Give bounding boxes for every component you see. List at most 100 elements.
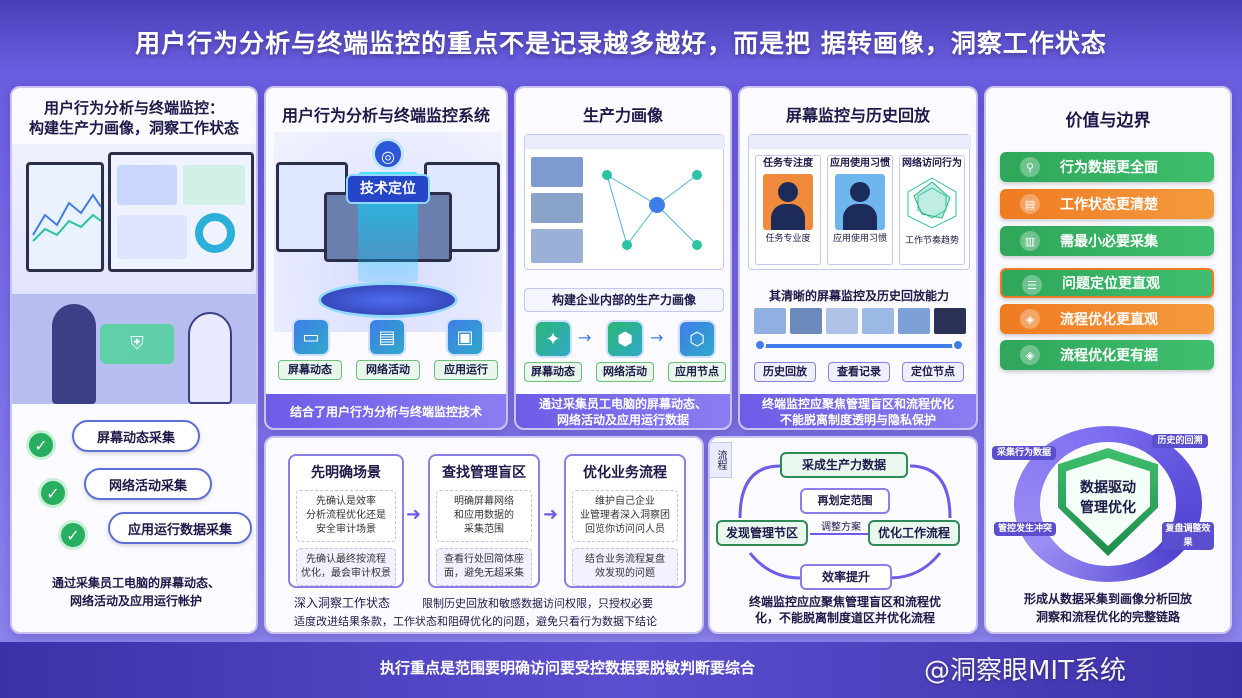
check-icon: ✓ [38, 478, 68, 508]
check-icon: ✓ [26, 430, 56, 460]
label-app-node: 应用节点 [668, 362, 726, 382]
panel-intro-title-line1: 用户行为分析与终端监控： [43, 99, 224, 117]
left-monitor [26, 162, 104, 272]
panel-value-desc-line1: 形成从数据采集到画像分析回放 [1023, 592, 1192, 606]
hologram-platform [318, 282, 458, 318]
panel-intro-title-line2: 构建生产力画像，洞察工作状态 [28, 119, 239, 137]
list-icon: ☰ [1022, 275, 1042, 295]
value-item-label: 流程优化更直观 [1060, 312, 1158, 328]
panel-intro: 用户行为分析与终端监控： 构建生产力画像，洞察工作状态 ⛨ ✓ 屏幕动态采集 ✓… [10, 86, 258, 634]
profile-window: 任务专注度 任务专业度 应用使用习惯 应用使用习惯 网络访问行为 工作节奏趋势 [748, 134, 971, 270]
profile-card-label: 任务专注度 [763, 158, 813, 169]
tech-shield-icon: ◎ [372, 138, 404, 170]
steps-note-3: 适度改进结果条款，工作状态和阻碍优化的问题，避免只看行为数据下结论 [294, 615, 657, 628]
person-right [188, 312, 232, 404]
value-item-3: ☰ 问题定位更直观 [1000, 268, 1214, 298]
radar-card-label: 网络访问行为 [902, 158, 962, 169]
radar-chart-icon [907, 177, 957, 229]
center-monitor [108, 152, 254, 272]
footer-band: 执行重点是范围要明确访问要受控数据要脱敏判断要综合 @洞察眼MIT系统 [0, 642, 1242, 698]
panel-steps: 先明确场景 先确认是效率分析流程优化还是安全审计场景 先确认最终按流程优化，最会… [264, 436, 704, 634]
photo-thumb [531, 229, 583, 263]
arrow-icon: → [650, 328, 664, 347]
profile-card-footer: 任务专业度 [765, 234, 811, 244]
watermark: @洞察眼MIT系统 [924, 656, 1126, 686]
tech-position-badge: 技术定位 [346, 174, 430, 204]
timeline-slider[interactable] [758, 344, 962, 348]
photo-thumb [531, 193, 583, 223]
app-window-icon: ▣ [446, 318, 484, 356]
radar-card-footer: 工作节奏趋势 [904, 236, 959, 246]
step-card-bottom: 结合业务流程复盘效发现的问题 [572, 548, 678, 586]
shield-text-line1: 数据驱动 [1080, 480, 1136, 496]
profile-card: 应用使用习惯 应用使用习惯 [827, 155, 893, 265]
panel-portrait: 生产力画像 构建企业内部的生产力画像 ✦ → ⬢ → ⬡ 屏幕动态 网络活动 应… [514, 86, 732, 430]
chart-icon: ▥ [1020, 231, 1040, 251]
panel-portrait-title: 生产力画像 [582, 106, 663, 125]
step-view-records[interactable]: 查看记录 [828, 362, 890, 382]
value-item-1: ▤工作状态更清楚 [1000, 189, 1214, 219]
step-card-title: 先明确场景 [311, 465, 381, 481]
flow-tag: 流程 [710, 442, 732, 478]
step-card-scenario: 先明确场景 先确认是效率分析流程优化还是安全审计场景 先确认最终按流程优化，最会… [288, 454, 404, 588]
value-item-0: ⚲行为数据更全面 [1000, 152, 1214, 182]
item-screen-capture: 屏幕动态采集 [72, 420, 200, 452]
system-illustration: ◎ 技术定位 [274, 132, 502, 332]
step-card-bottom: 先确认最终按流程优化，最会审计权景 [296, 548, 396, 586]
flow-adjust: 调整方案 [821, 522, 861, 533]
label-network: 网络活动 [356, 360, 420, 380]
step-card-top: 维护自己企业业管理者深入洞察团回览你访问问人员 [572, 490, 678, 542]
avatar [835, 174, 885, 230]
network-graph-icon [602, 170, 702, 250]
panel-intro-desc-line1: 通过采集员工电脑的屏幕动态、 [51, 576, 220, 590]
panel-screen-monitor: 屏幕监控与历史回放 任务专注度 任务专业度 应用使用习惯 应用使用习惯 网络访问… [738, 86, 978, 430]
item-network-capture: 网络活动采集 [84, 468, 212, 500]
timeline-handle[interactable] [754, 339, 766, 351]
panel-portrait-band-line1: 通过采集员工电脑的屏幕动态、 [538, 397, 707, 411]
document-icon: ▤ [368, 318, 406, 356]
layers-icon: ◈ [1020, 309, 1040, 329]
portrait-dashboard [524, 134, 725, 270]
step-card-top: 明确屏幕网络和应用数据的采集范围 [436, 490, 532, 542]
panel-portrait-band-line2: 网络活动及应用运行数据 [556, 413, 689, 427]
profile-card: 任务专注度 任务专业度 [755, 155, 821, 265]
value-item-5: ◈流程优化更有据 [1000, 340, 1214, 370]
step-card-blindspot: 查找管理盲区 明确屏幕网络和应用数据的采集范围 查看行处回简体座面，避免无超采集 [428, 454, 540, 588]
timeline-handle[interactable] [952, 339, 964, 351]
panel-value-desc: 形成从数据采集到画像分析回放 洞察和流程优化的完整链路 [986, 590, 1230, 626]
ring-label: 历史的回溯 [1152, 434, 1208, 448]
step-card-bottom: 查看行处回简体座面，避免无超采集 [436, 548, 532, 586]
panel-system: 用户行为分析与终端监控系统 ◎ 技术定位 ▭ ▤ ▣ 屏幕动态 网络活动 应用运… [264, 86, 508, 430]
panel-flow: 流程 采成生产力数据 再划定范围 发现管理节区 调整方案 优化工作流程 效率提升… [708, 436, 978, 634]
shield-text-line2: 管理优化 [1080, 500, 1136, 516]
replay-thumbnails [754, 308, 966, 334]
panel-screen-monitor-band: 终端监控应聚焦管理盲区和流程优化 不能脱离制度透明与隐私保护 [740, 394, 976, 428]
photo-thumb [531, 157, 583, 187]
panel-system-title: 用户行为分析与终端监控系统 [281, 106, 490, 125]
panel-screen-monitor-band-line1: 终端监控应聚焦管理盲区和流程优化 [761, 397, 954, 411]
ring-label: 复盘调整效果 [1162, 522, 1214, 550]
flow-cycle-arrows [738, 464, 952, 580]
ring-label: 管控发生冲突 [994, 522, 1056, 536]
value-item-label: 问题定位更直观 [1062, 276, 1160, 292]
panel-intro-desc: 通过采集员工电脑的屏幕动态、 网络活动及应用运行帐护 [12, 574, 256, 610]
footer-text: 执行重点是范围要明确访问要受控数据要脱敏判断要综合 [380, 659, 756, 677]
panel-system-band: 结合了用户行为分析与终端监控技术 [266, 394, 506, 428]
label-screen: 屏幕动态 [524, 362, 582, 382]
flow-optimize: 优化工作流程 [868, 520, 960, 546]
profile-card-label: 应用使用习惯 [830, 158, 890, 169]
value-item-label: 需最小必要采集 [1060, 234, 1158, 250]
panel-flow-desc-line2: 化，不能脱离制度道区并优化流程 [754, 611, 935, 625]
ring-label: 采集行为数据 [992, 446, 1056, 460]
panel-intro-title: 用户行为分析与终端监控： 构建生产力画像，洞察工作状态 [12, 98, 256, 138]
label-screen: 屏幕动态 [278, 360, 342, 380]
panel-flow-desc-line1: 终端监控应应聚焦管理盲区和流程优 [748, 595, 941, 609]
flow-efficiency: 效率提升 [800, 564, 892, 590]
step-history-replay[interactable]: 历史回放 [754, 362, 816, 382]
panel-intro-desc-line2: 网络活动及应用运行帐护 [69, 594, 202, 608]
item-app-capture: 应用运行数据采集 [108, 512, 252, 544]
panel-screen-monitor-title: 屏幕监控与历史回放 [785, 106, 930, 125]
value-item-label: 行为数据更全面 [1060, 160, 1158, 176]
step-locate-node[interactable]: 定位节点 [902, 362, 964, 382]
cube-icon: ⬢ [606, 320, 644, 358]
